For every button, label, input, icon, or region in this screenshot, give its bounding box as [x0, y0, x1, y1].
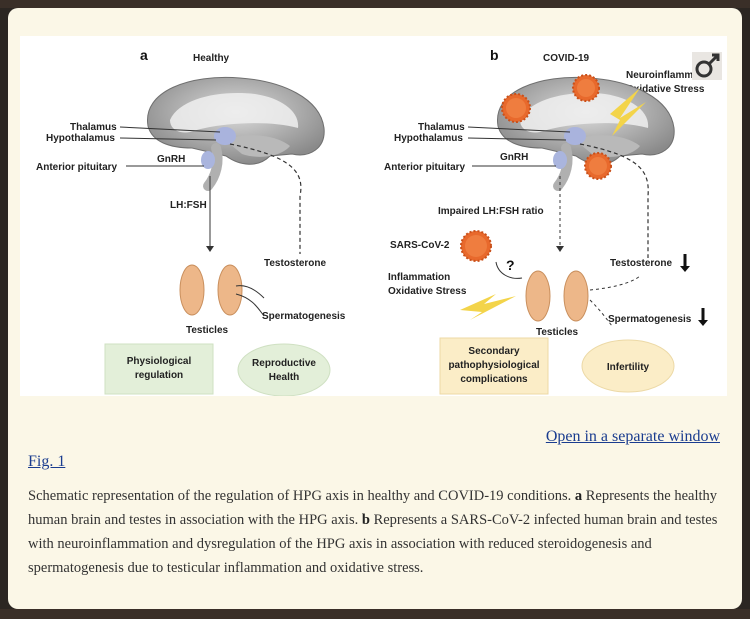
testis-a-left — [179, 264, 205, 316]
thalamus-a — [214, 127, 236, 145]
pituitary-b — [553, 151, 567, 169]
figure-label-link[interactable]: Fig. 1 — [28, 453, 66, 470]
virus-icon — [584, 152, 612, 180]
caption-part1: Schematic representation of the regulati… — [28, 488, 575, 504]
gnrh-label-a: GnRH — [157, 154, 185, 165]
testis-b-right — [563, 270, 589, 322]
thalamus-label-b: Thalamus — [418, 122, 465, 133]
figure-svg: a Healthy Thalamus Hypothalamus Anterior… — [36, 47, 722, 396]
down-arrow-icon — [698, 308, 708, 326]
secondary-line3: complications — [460, 374, 528, 385]
figure-card: a Healthy Thalamus Hypothalamus Anterior… — [8, 8, 742, 609]
sars-label: SARS-CoV-2 — [390, 240, 450, 251]
hypothalamus-label-a: Hypothalamus — [46, 133, 115, 144]
impaired-label: Impaired LH:FSH ratio — [438, 206, 544, 217]
gnrh-label-b: GnRH — [500, 152, 528, 163]
hypothalamus-label-b: Hypothalamus — [394, 133, 463, 144]
oxidative-label: Oxidative Stress — [388, 286, 467, 297]
physiological-line1: Physiological — [127, 356, 192, 367]
secondary-box — [439, 337, 549, 395]
reproductive-line2: Health — [269, 372, 300, 383]
testosterone-label-a: Testosterone — [264, 258, 326, 269]
infertility-label: Infertility — [607, 362, 650, 373]
testis-a-right — [217, 264, 243, 316]
reproductive-line1: Reproductive — [252, 358, 316, 369]
top-bar — [0, 0, 750, 8]
testicles-label-a: Testicles — [186, 325, 228, 336]
caption-part3: Represents a SARS-CoV-2 infected human b… — [28, 512, 718, 576]
inflammation-label: Inflammation — [388, 272, 450, 283]
panel-b-letter: b — [490, 47, 499, 63]
physiological-box — [104, 343, 214, 395]
testicles-label-b: Testicles — [536, 327, 578, 338]
thalamus-b — [564, 127, 586, 145]
caption-a: a — [574, 488, 583, 504]
caption-part2: Represents the healthy human brain and t… — [28, 488, 717, 528]
question-mark: ? — [506, 257, 515, 273]
virus-icon — [460, 230, 492, 262]
panel-a-letter: a — [140, 47, 148, 63]
lhfsh-label-a: LH:FSH — [170, 200, 207, 211]
lightning-icon — [460, 294, 516, 320]
caption-b: b — [361, 512, 370, 528]
neuro-line2: Oxidative Stress — [626, 84, 705, 95]
reproductive-ellipse — [237, 343, 331, 396]
neuro-line1: Neuroinflamm — [626, 70, 693, 81]
bottom-bar — [0, 609, 750, 619]
male-symbol-icon — [692, 52, 722, 80]
panel-a-title: Healthy — [193, 53, 230, 64]
testis-b-left — [525, 270, 551, 322]
figure-image[interactable]: a Healthy Thalamus Hypothalamus Anterior… — [20, 36, 727, 396]
physiological-line2: regulation — [135, 370, 183, 381]
anterior-pituitary-label-b: Anterior pituitary — [384, 162, 466, 173]
figure-caption: Schematic representation of the regulati… — [28, 484, 728, 580]
down-arrow-icon — [680, 254, 690, 272]
lightning-icon — [610, 88, 646, 136]
thalamus-label-a: Thalamus — [70, 122, 117, 133]
brain-a — [147, 76, 325, 191]
virus-icon — [572, 74, 600, 102]
panel-b-title: COVID-19 — [543, 53, 590, 64]
pituitary-a — [201, 151, 215, 169]
testosterone-label-b: Testosterone — [610, 258, 672, 269]
infertility-ellipse — [581, 339, 675, 393]
open-separate-window-link[interactable]: Open in a separate window — [545, 428, 720, 445]
virus-icon — [501, 93, 531, 123]
secondary-line2: pathophysiological — [448, 360, 539, 371]
spermatogenesis-label-a: Spermatogenesis — [262, 311, 346, 322]
anterior-pituitary-label-a: Anterior pituitary — [36, 162, 118, 173]
secondary-line1: Secondary — [468, 346, 520, 357]
spermatogenesis-label-b: Spermatogenesis — [608, 314, 692, 325]
